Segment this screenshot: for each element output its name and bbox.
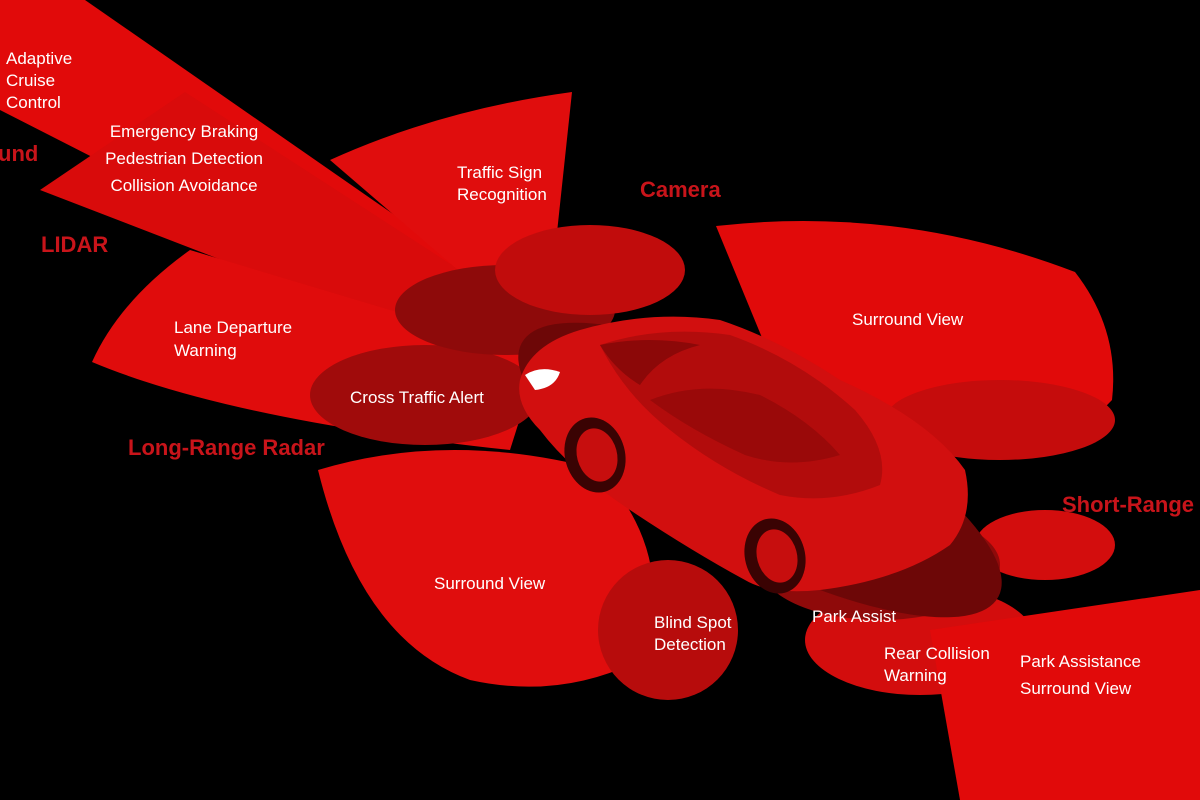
- label-cross-traffic-line-1: Cross Traffic Alert: [350, 388, 484, 407]
- category-ultrasound: und: [0, 141, 38, 166]
- label-blind-spot-line-1: Blind Spot: [654, 613, 732, 632]
- label-surround-view-right-line-1: Surround View: [852, 310, 964, 329]
- label-cross-traffic: Cross Traffic Alert: [350, 388, 484, 407]
- car-headlight: [525, 369, 560, 390]
- rear-wheel-rim: [756, 529, 798, 583]
- label-park-assist: Park Assist: [812, 607, 896, 626]
- short-range-right-lobe: [975, 510, 1115, 580]
- label-surround-view-left: Surround View: [434, 574, 546, 593]
- short-range-right-zone: [885, 380, 1115, 460]
- category-labels: und LIDAR Camera Long-Range Radar Short-…: [0, 141, 1194, 517]
- label-park-assist-line-1: Park Assist: [812, 607, 896, 626]
- category-long-range-radar: Long-Range Radar: [128, 435, 325, 460]
- category-camera: Camera: [640, 177, 721, 202]
- label-park-assistance-line-1: Park Assistance: [1020, 652, 1141, 671]
- car-side-window: [650, 388, 840, 463]
- label-park-assistance-line-2: Surround View: [1020, 679, 1132, 698]
- label-adaptive-cruise-line-3: Control: [6, 93, 61, 112]
- cross-traffic-zone: [310, 345, 540, 445]
- category-short-range: Short-Range: [1062, 492, 1194, 517]
- label-emergency-line-1: Emergency Braking: [110, 122, 258, 141]
- label-traffic-sign-line-2: Recognition: [457, 185, 547, 204]
- car: [518, 316, 1002, 618]
- label-traffic-sign-line-1: Traffic Sign: [457, 163, 542, 182]
- label-lane-departure-line-2: Warning: [174, 341, 237, 360]
- label-lane-departure-line-1: Lane Departure: [174, 318, 292, 337]
- front-wheel-rim: [576, 428, 618, 482]
- category-lidar: LIDAR: [41, 232, 108, 257]
- label-emergency-line-2: Pedestrian Detection: [105, 149, 263, 168]
- label-rear-collision-line-1: Rear Collision: [884, 644, 990, 663]
- surround-view-left-zone: [318, 450, 654, 687]
- camera-front-zone: [495, 225, 685, 315]
- blind-spot-zone: [598, 560, 738, 700]
- label-blind-spot-line-2: Detection: [654, 635, 726, 654]
- park-assistance-sector: [930, 590, 1200, 800]
- label-emergency-line-3: Collision Avoidance: [110, 176, 257, 195]
- label-rear-collision-line-2: Warning: [884, 666, 947, 685]
- label-adaptive-cruise-line-2: Cruise: [6, 71, 55, 90]
- label-surround-view-right: Surround View: [852, 310, 964, 329]
- label-surround-view-left-line-1: Surround View: [434, 574, 546, 593]
- car-windshield: [600, 340, 700, 385]
- label-adaptive-cruise-line-1: Adaptive: [6, 49, 72, 68]
